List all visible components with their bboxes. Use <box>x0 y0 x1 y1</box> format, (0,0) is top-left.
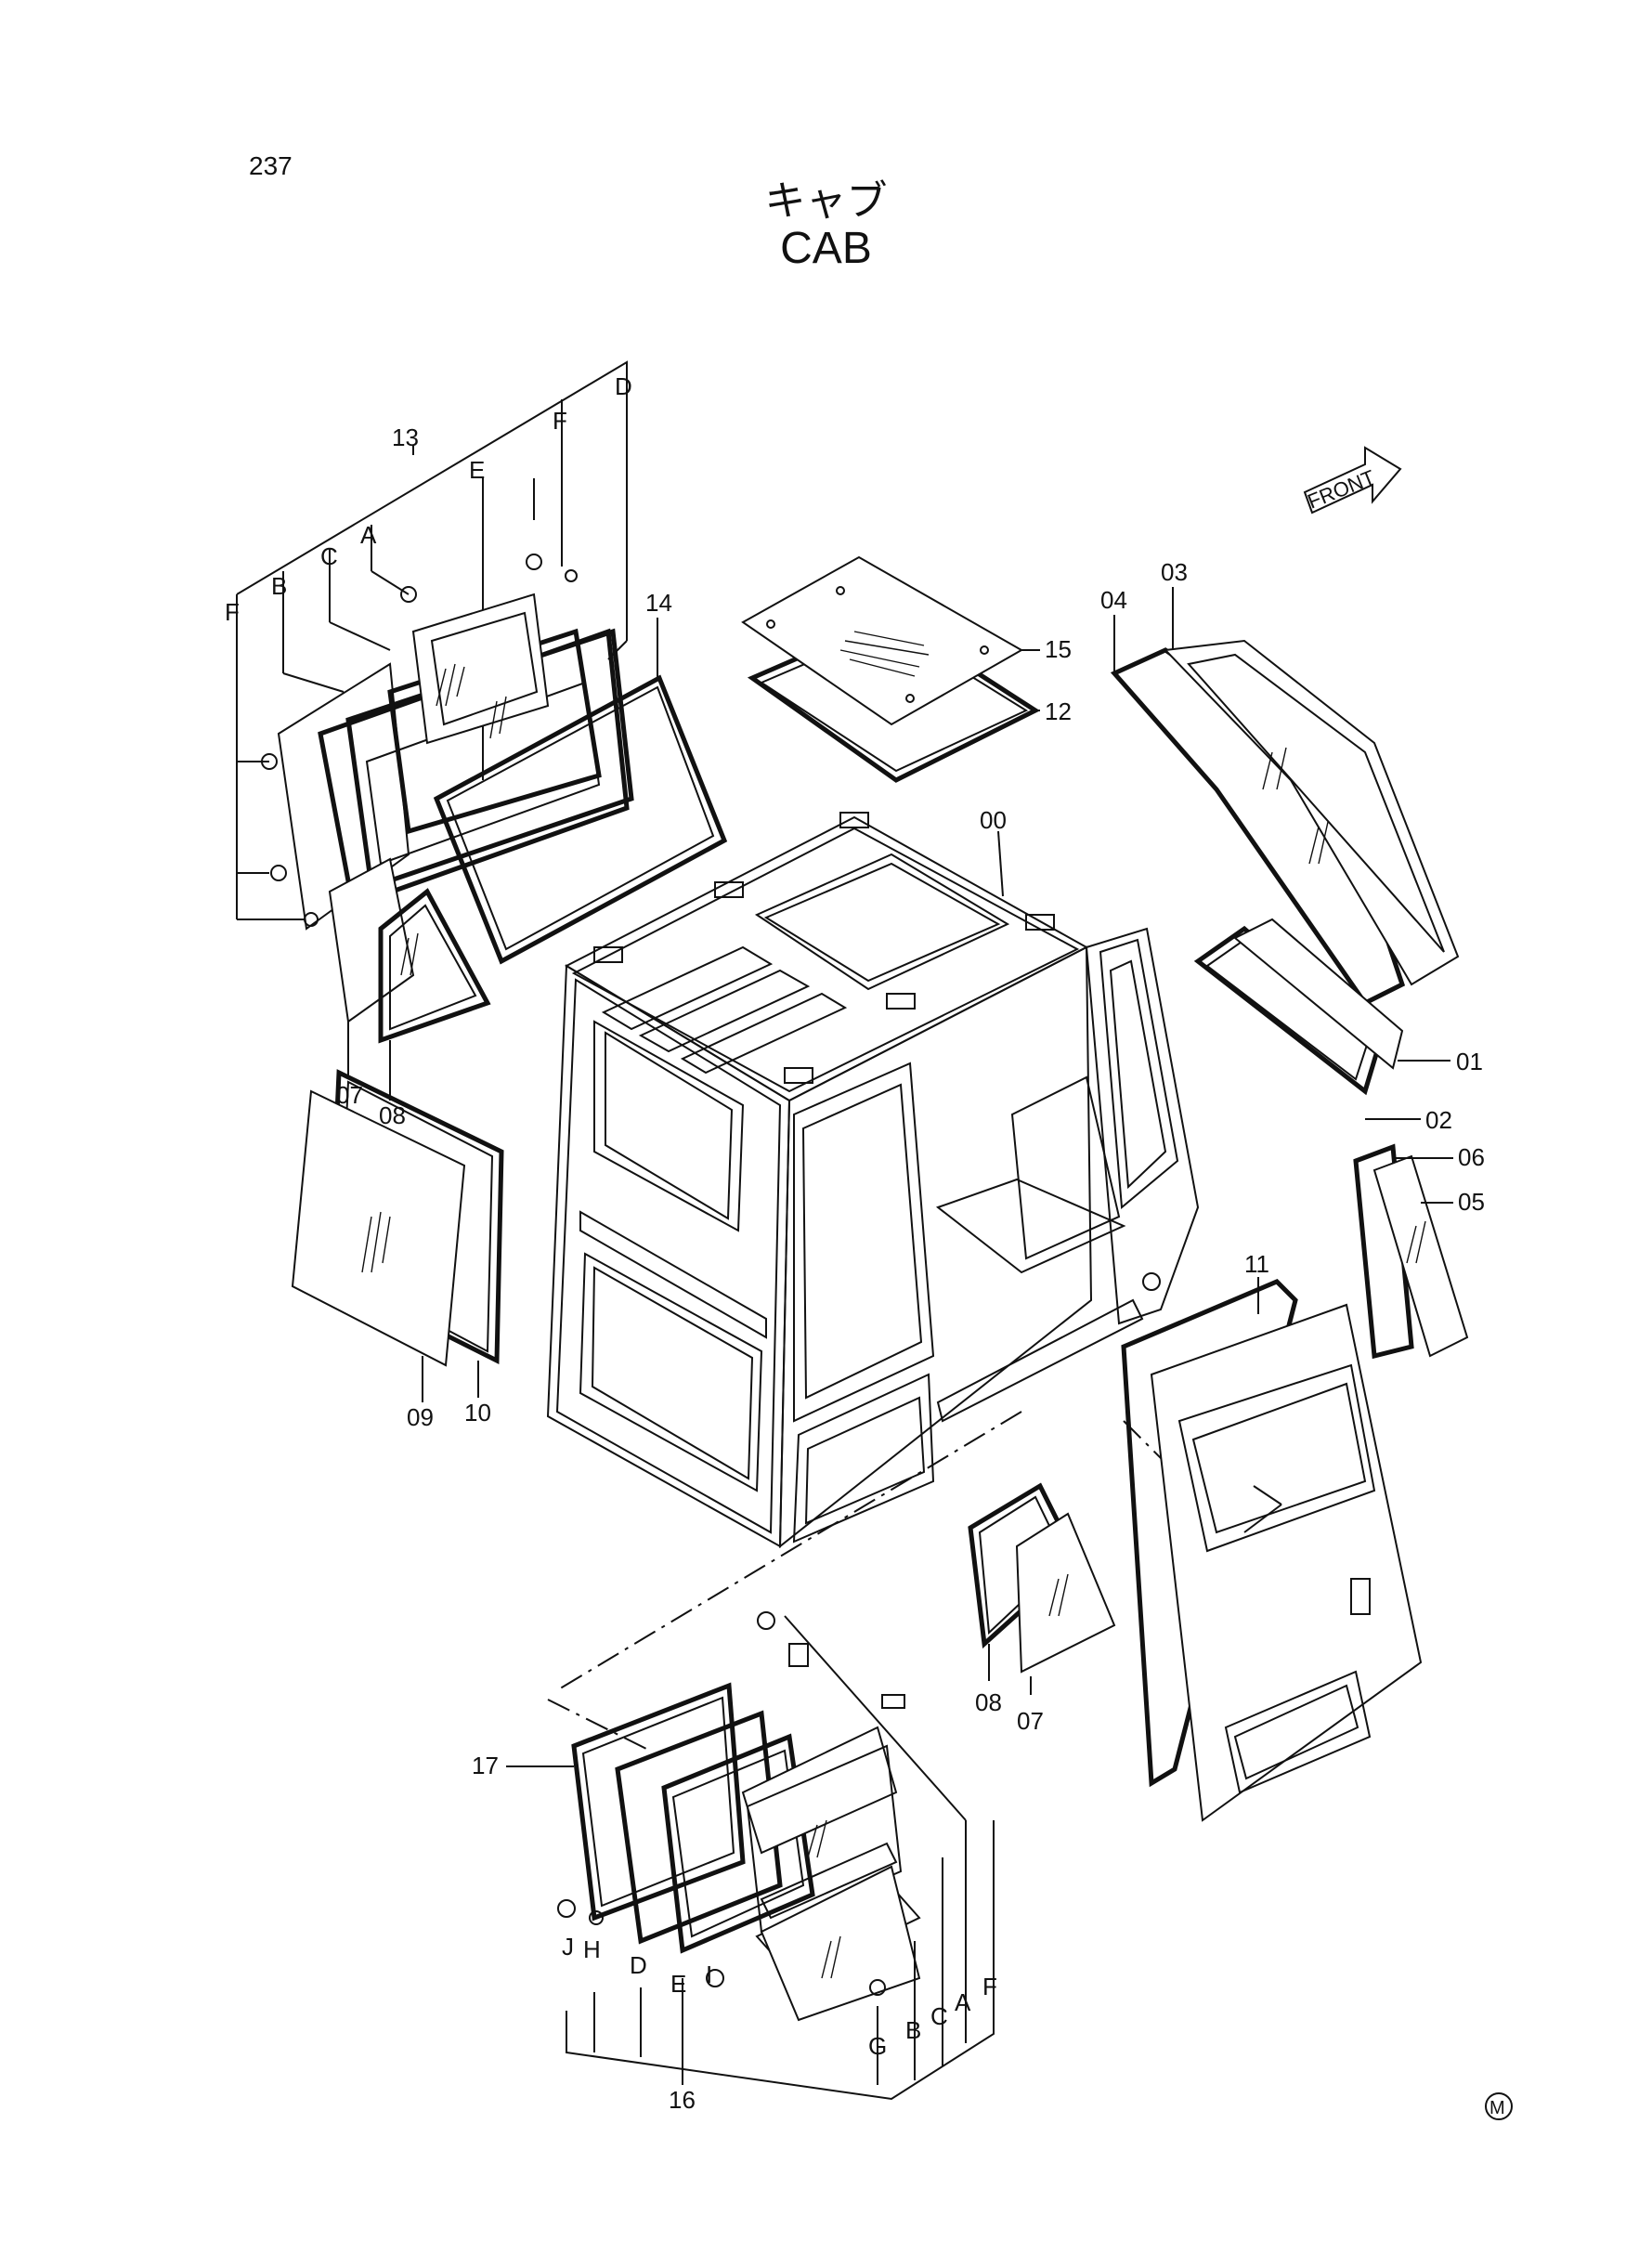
letter-d-bottom: D <box>630 1951 647 1979</box>
letter-b-bottom: B <box>905 2016 921 2044</box>
side-window-09-10 <box>291 1069 504 1402</box>
group-16-letters: J H D E I G B C A F <box>562 1933 997 2060</box>
letter-e-bottom: E <box>670 1970 686 1998</box>
letter-g: G <box>868 2032 887 2060</box>
callout-10: 10 <box>464 1399 491 1427</box>
callout-09: 09 <box>407 1403 434 1431</box>
callout-13: 13 <box>392 423 419 451</box>
cab-body <box>546 812 1236 1691</box>
callout-06: 06 <box>1458 1143 1485 1171</box>
callout-17: 17 <box>472 1752 499 1779</box>
letter-a-bottom: A <box>955 1988 971 2016</box>
front-label: FRONT <box>1305 465 1379 514</box>
rear-window-assembly-13 <box>236 360 728 1044</box>
callout-08-lower: 08 <box>975 1688 1002 1716</box>
letter-i: I <box>706 1961 712 1988</box>
bolt-icon <box>261 554 578 927</box>
callout-15: 15 <box>1045 635 1072 663</box>
letter-j: J <box>562 1933 574 1961</box>
sliding-window-assembly-16 <box>547 1611 995 2101</box>
letter-f-bottom: F <box>982 1973 997 2000</box>
letter-c-bottom: C <box>930 2002 948 2030</box>
letter-b: B <box>271 572 287 600</box>
callout-02: 02 <box>1425 1106 1452 1134</box>
letter-f-top: F <box>553 407 567 435</box>
letter-d: D <box>615 372 632 400</box>
callout-11: 11 <box>1244 1250 1269 1278</box>
door-11 <box>968 1279 1423 1822</box>
callout-00: 00 <box>980 806 1007 834</box>
letter-c: C <box>320 542 338 570</box>
callout-01: 01 <box>1456 1048 1483 1075</box>
callout-12: 12 <box>1045 697 1072 725</box>
callout-04: 04 <box>1100 586 1127 614</box>
front-windows <box>1110 639 1469 1360</box>
title-japanese: キャブ <box>764 177 888 225</box>
group-13-letters: D F E A C B F <box>225 372 632 626</box>
m-mark-icon: M <box>1485 2092 1513 2120</box>
callout-labels: 00 01 02 03 04 05 06 07 08 08 07 09 10 1… <box>336 423 1485 2114</box>
callout-08-upper: 08 <box>379 1101 406 1129</box>
callout-07-upper: 07 <box>336 1081 363 1109</box>
callout-14: 14 <box>645 589 672 617</box>
letter-h: H <box>583 1935 601 1963</box>
callout-07-lower: 07 <box>1017 1707 1044 1735</box>
letter-a: A <box>360 521 377 549</box>
bolt-icon <box>557 1611 905 1996</box>
letter-f-left: F <box>225 598 240 626</box>
title-english: CAB <box>780 224 872 273</box>
page-number: 237 <box>249 151 293 180</box>
callout-05: 05 <box>1458 1188 1485 1216</box>
m-mark-letter: M <box>1489 2098 1505 2118</box>
callout-03: 03 <box>1161 558 1188 586</box>
front-arrow-icon: FRONT <box>1303 446 1402 515</box>
letter-e: E <box>469 456 485 484</box>
callout-16: 16 <box>669 2086 696 2114</box>
roof-glass-15-and-seal-12 <box>741 555 1041 783</box>
